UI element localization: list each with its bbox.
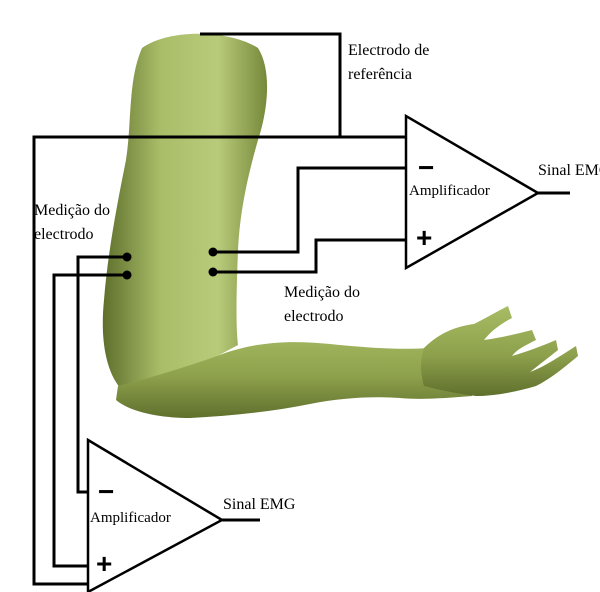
bottom-amp-minus-sign: − <box>98 478 114 506</box>
hand-shape <box>421 306 578 396</box>
top-amp-label: Amplificador <box>409 183 490 200</box>
bottom-signal-label: Sinal EMG <box>223 494 295 515</box>
upper-arm-shape <box>103 34 267 388</box>
electrode-right-lower <box>209 268 218 277</box>
electrode-left-upper <box>123 253 132 262</box>
left-measurement-label-line2: electrodo <box>34 224 94 245</box>
right-measurement-label-line1: Medição do <box>284 282 360 303</box>
electrode-left-lower <box>123 271 132 280</box>
left-measurement-label-line1: Medição do <box>34 200 110 221</box>
reference-electrode-label-line2: referência <box>348 64 412 85</box>
bottom-amp-label: Amplificador <box>90 510 171 527</box>
top-signal-label: Sinal EMG <box>538 160 600 181</box>
top-amp-minus-sign: − <box>418 154 434 182</box>
top-amp-plus-wire <box>214 240 406 272</box>
right-measurement-label-line2: electrodo <box>284 306 344 327</box>
top-amp-plus-sign: + <box>416 224 432 252</box>
bottom-amp-plus-sign: + <box>96 550 112 578</box>
reference-electrode-label-line1: Electrodo de <box>348 40 429 61</box>
electrode-right-upper <box>209 248 218 257</box>
